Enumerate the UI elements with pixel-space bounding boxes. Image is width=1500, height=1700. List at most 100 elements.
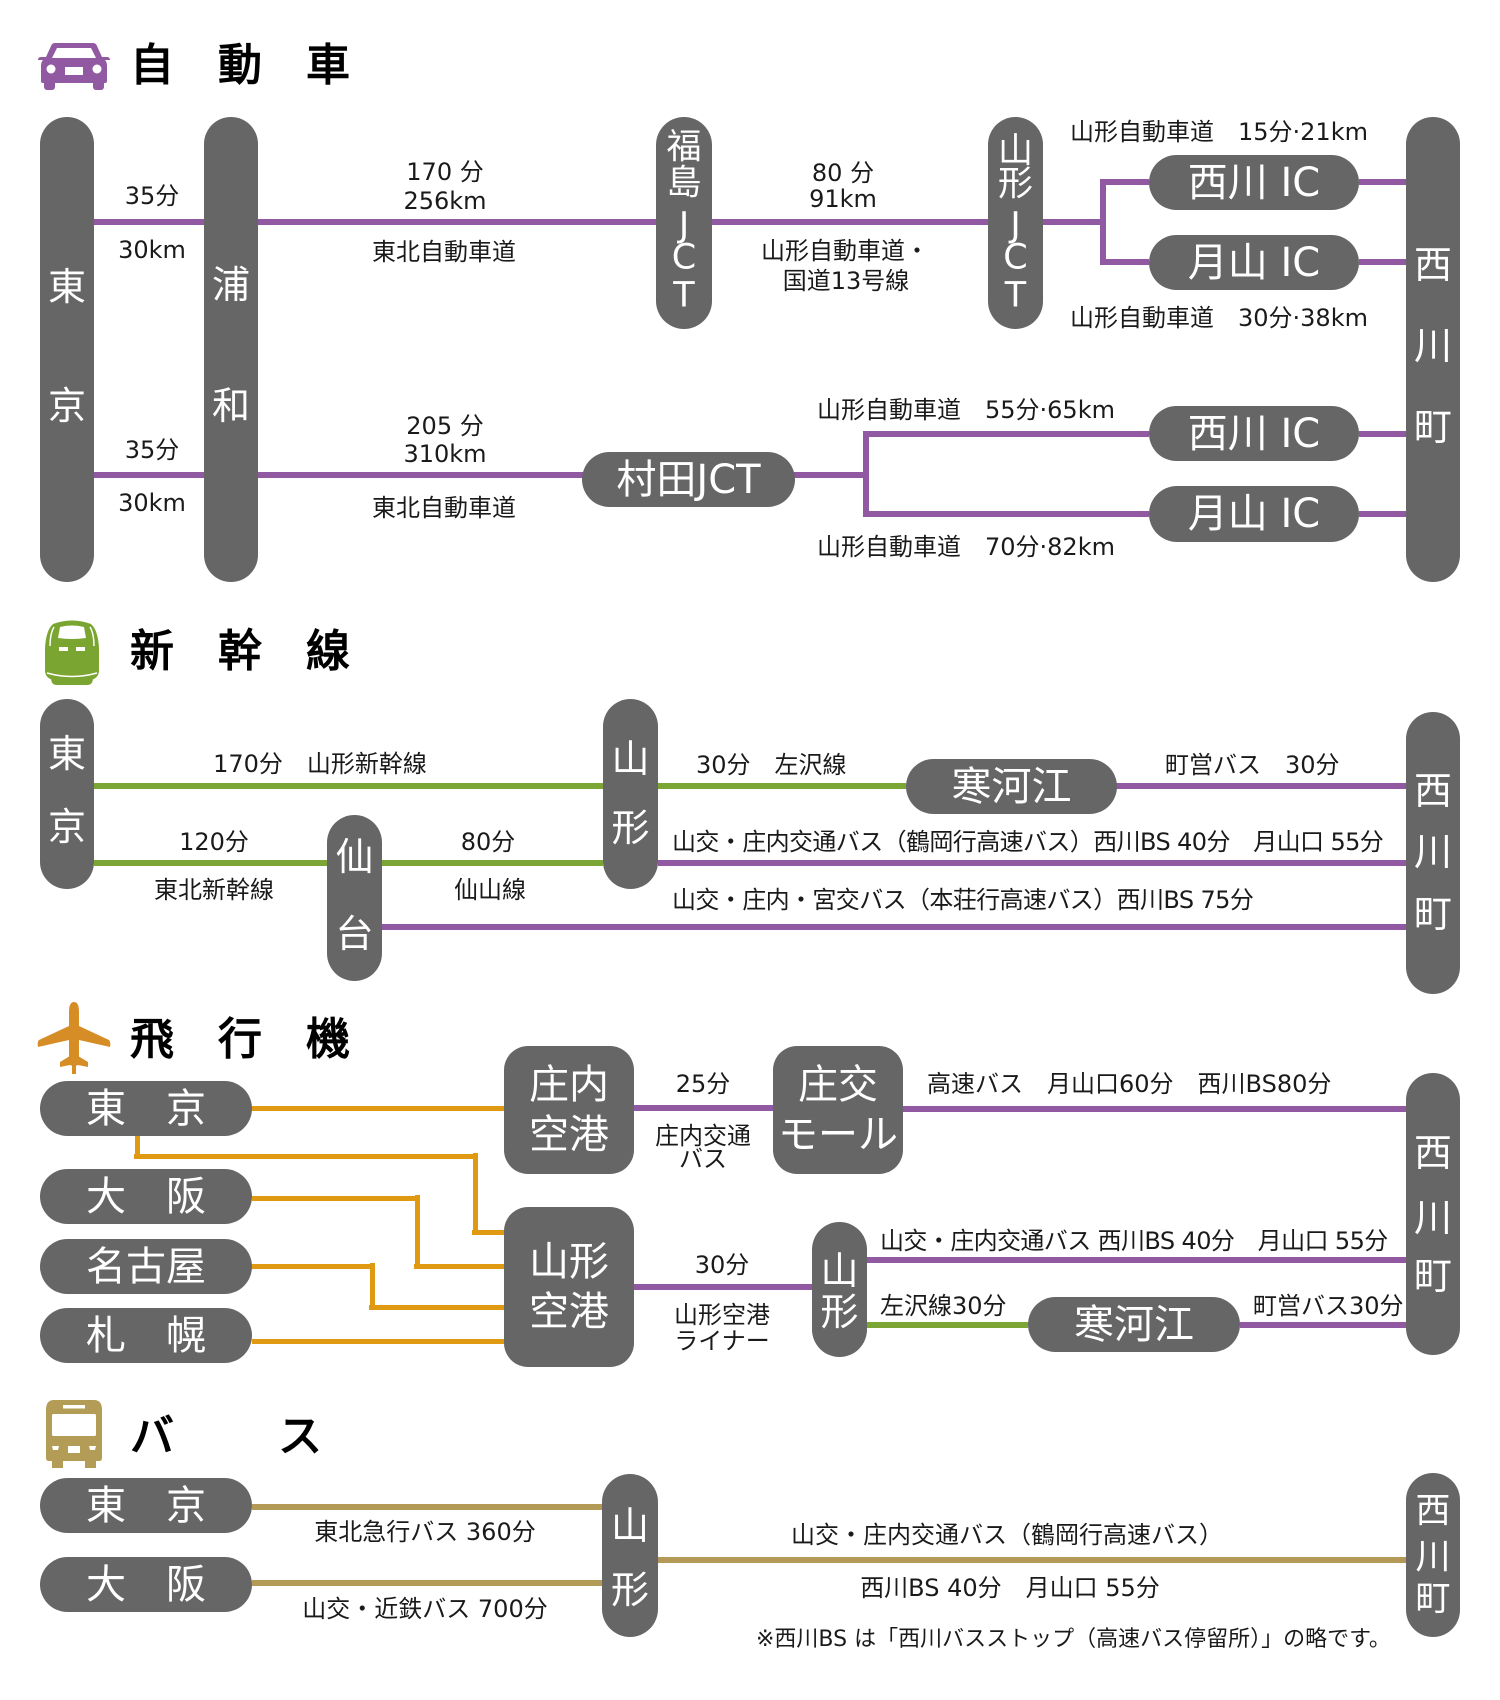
node-sagae: 寒河江	[1028, 1297, 1240, 1352]
route-line-to-nishikawa-ic-north	[1100, 179, 1149, 185]
node-yamagata: 山 形	[603, 699, 658, 889]
node-gassan-ic-north: 月山 IC	[1149, 235, 1359, 290]
node-label-char: 和	[211, 384, 250, 428]
node-label-char: 形	[610, 1568, 649, 1612]
node-label: 東 京	[86, 1482, 206, 1529]
node-label-char: 町	[1413, 1254, 1452, 1298]
node-label-char: 東	[47, 732, 86, 776]
node-label-char: J	[1010, 205, 1021, 246]
node-label-char: 山	[610, 1504, 649, 1548]
node-label-char: 浦	[211, 263, 250, 307]
node-label: 名古屋	[86, 1243, 206, 1290]
route-line-sendai-to-nishikawa-bus	[382, 924, 1406, 930]
node-yamagata-jct: 山 形 J C T	[988, 117, 1043, 329]
route-line-branch-vertical-north	[1100, 179, 1106, 265]
segment-time: 35分	[124, 436, 180, 464]
segment-line-name: ライナー	[674, 1327, 770, 1355]
segment-label-bus-times: 西川BS 40分 月山口 55分	[860, 1574, 1160, 1602]
origin-tokyo: 東 京	[40, 1478, 252, 1533]
route-line-branch-vertical-south	[863, 431, 869, 517]
node-label-char: C	[671, 237, 697, 278]
segment-time: 170 分	[406, 158, 484, 186]
node-label-char: 山	[820, 1249, 859, 1293]
segment-road-name: 東北自動車道	[372, 494, 516, 522]
node-label-char: J	[678, 205, 690, 246]
route-line-osaka-to-yamagata-airport	[414, 1195, 420, 1269]
route-line-gassan-ic-to-town-north	[1359, 259, 1406, 265]
segment-distance: 91km	[809, 185, 877, 213]
node-yamagata: 山 形	[812, 1222, 867, 1357]
origin-osaka: 大 阪	[40, 1169, 252, 1224]
node-label: 大 阪	[86, 1561, 206, 1608]
route-line-tokyo-to-shonai-airport	[252, 1105, 504, 1111]
node-label-char: 福	[666, 127, 702, 168]
route-line-sagae-to-nishikawa	[1240, 1322, 1406, 1328]
footnote: ※西川BS は「西川バスストップ（高速バス停留所）」の略です。	[756, 1627, 1391, 1652]
route-line-shoko-mall-to-nishikawa	[903, 1106, 1406, 1112]
section-title-airplane: 飛行機	[130, 1014, 394, 1065]
node-label-char: T	[1004, 275, 1027, 316]
segment-label-tohoku-express-bus: 東北急行バス 360分	[314, 1518, 536, 1546]
segment-label-kintetsu-bus: 山交・近鉄バス 700分	[302, 1595, 548, 1623]
node-urawa: 浦 和	[204, 117, 258, 582]
node-shoko-mall: 庄交 モール	[773, 1046, 903, 1174]
origin-osaka: 大 阪	[40, 1557, 252, 1612]
route-line-tokyo-to-yamagata	[252, 1504, 602, 1510]
node-label-line: 庄交	[798, 1062, 878, 1108]
segment-road-name: 国道13号線	[782, 267, 910, 295]
segment-road-name: 山形自動車道・	[761, 237, 929, 265]
node-fukushima-jct: 福 島 J C T	[656, 117, 712, 329]
segment-distance: 256km	[403, 187, 487, 215]
node-label-char: 山	[611, 737, 650, 781]
node-murata-jct: 村田JCT	[582, 452, 795, 507]
node-tokyo: 東 京	[40, 117, 94, 582]
route-line-tokyo-to-yamagata-airport	[134, 1153, 478, 1159]
segment-distance: 30km	[118, 489, 186, 517]
node-sendai: 仙 台	[327, 815, 382, 981]
route-line-yamagata-to-sagae	[867, 1322, 1028, 1328]
node-label-char: 西	[1413, 243, 1452, 287]
segment-line-name: 山形空港	[674, 1301, 770, 1329]
node-label-char: 台	[335, 912, 374, 956]
segment-line-name: 庄内交通	[655, 1122, 751, 1150]
section-title-shinkansen: 新幹線	[130, 626, 394, 677]
route-line-tokyo-to-murata-jct	[94, 472, 866, 478]
origin-sapporo: 札 幌	[40, 1308, 252, 1363]
segment-line-name: 東北新幹線	[154, 876, 274, 904]
route-line-yamagata-to-nishikawa-bus	[867, 1257, 1406, 1263]
route-line-gassan-ic-to-town-south	[1359, 511, 1406, 517]
segment-line-name: 仙山線	[454, 876, 526, 904]
node-label-char: 山	[997, 131, 1033, 172]
node-label-char: 川	[1413, 1196, 1452, 1240]
node-label-char: C	[1003, 237, 1028, 278]
segment-time: 30分	[694, 1251, 750, 1279]
route-line-sapporo-to-yamagata-airport	[252, 1338, 504, 1344]
segment-label-yamagata-shinkansen: 170分 山形新幹線	[213, 750, 427, 778]
segment-label-town-bus: 町営バス 30分	[1165, 751, 1340, 779]
node-label-line: 庄内	[529, 1062, 609, 1108]
node-yamagata-airport: 山形 空港	[504, 1207, 634, 1367]
segment-time: 80分	[460, 828, 516, 856]
node-shonai-airport: 庄内 空港	[504, 1046, 634, 1174]
node-nishikawa-ic-north: 西川 IC	[1149, 155, 1359, 210]
node-label-line: 山形	[529, 1239, 609, 1285]
airplane-icon	[37, 1002, 111, 1074]
segment-label-town-bus: 町営バス30分	[1253, 1292, 1404, 1320]
route-line-to-gassan-ic-north	[1100, 259, 1149, 265]
node-label: 寒河江	[1074, 1301, 1194, 1348]
segment-time: 205 分	[406, 412, 484, 440]
node-label-char: 西	[1413, 769, 1452, 813]
route-line-to-gassan-ic-south	[863, 511, 1149, 517]
route-line-yamagata-shinkansen	[94, 783, 906, 789]
segment-distance: 310km	[403, 440, 487, 468]
node-label-char: 町	[1415, 1579, 1451, 1620]
segment-distance: 30km	[118, 236, 186, 264]
route-line-nagoya-to-yamagata-airport	[369, 1263, 375, 1310]
route-line-yamagata-airport-to-yamagata	[634, 1284, 812, 1290]
route-line-sagae-to-nishikawa	[1116, 783, 1406, 789]
node-label: 月山 IC	[1187, 239, 1321, 286]
node-label-char: 形	[820, 1290, 859, 1334]
route-line-tokyo-to-yamagata-airport	[472, 1153, 478, 1235]
route-line-tokyo-to-yamagata-airport	[472, 1229, 504, 1235]
